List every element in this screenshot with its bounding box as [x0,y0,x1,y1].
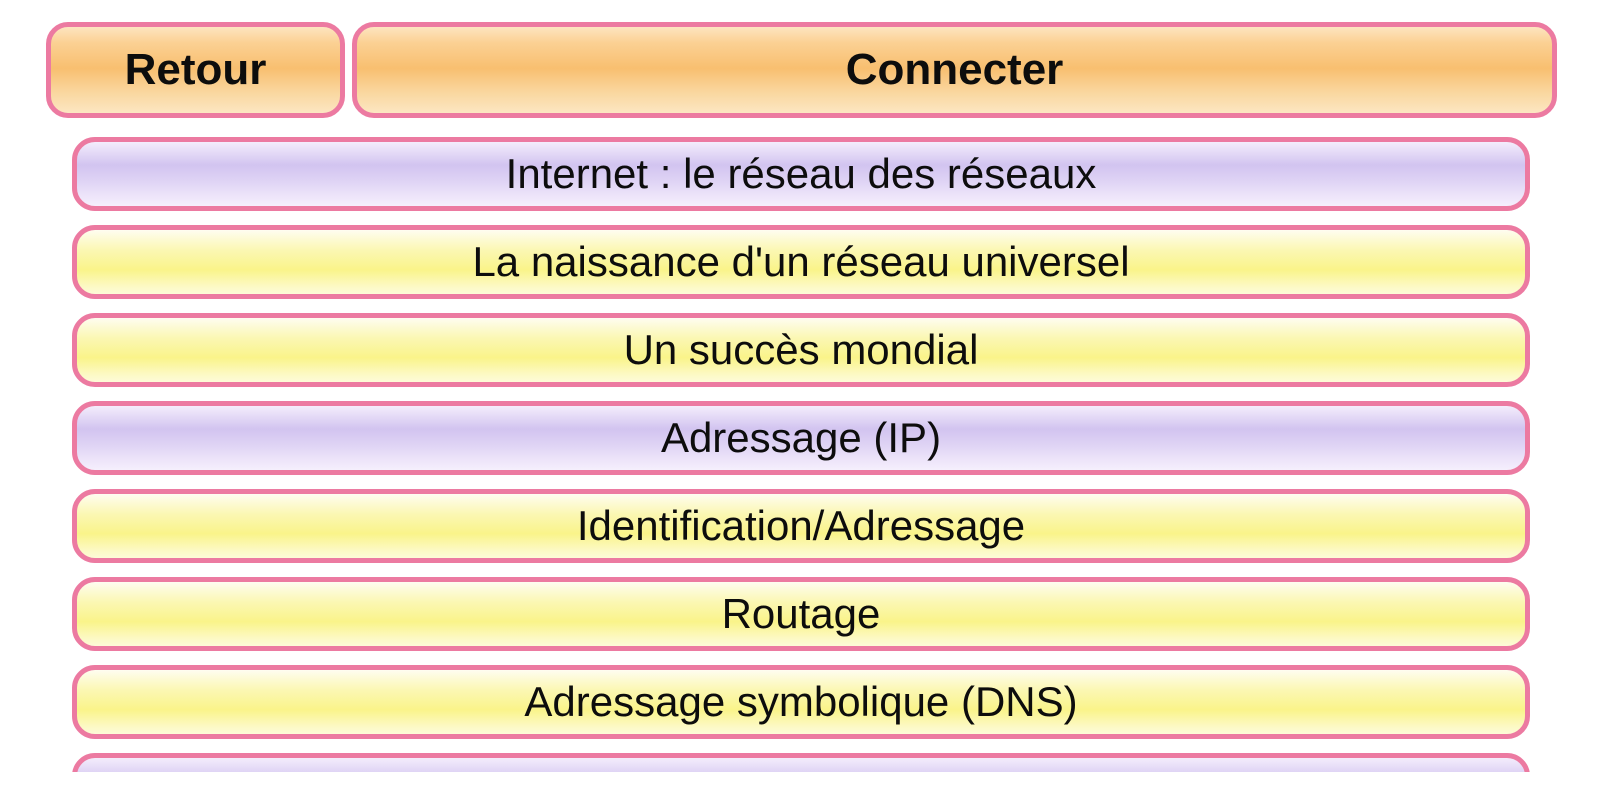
app-viewport: Retour Connecter Internet : le réseau de… [0,0,1600,772]
back-button[interactable]: Retour [46,22,345,118]
menu-item-0[interactable]: Internet : le réseau des réseaux [72,137,1530,211]
menu-item-1[interactable]: La naissance d'un réseau universel [72,225,1530,299]
menu-item-label: Adressage symbolique (DNS) [524,678,1078,725]
menu-item-label: Un succès mondial [623,326,979,373]
connect-button-label: Connecter [845,45,1064,94]
menu-item-label: Identification/Adressage [576,502,1026,549]
menu-item-5[interactable]: Routage [72,577,1530,651]
menu-item-label: Adressage (IP) [660,414,942,461]
menu-item-label: Internet : le réseau des réseaux [505,150,1097,197]
connect-button[interactable]: Connecter [352,22,1557,118]
back-button-label: Retour [124,45,267,94]
toolbar: Retour Connecter [0,0,1600,118]
menu-item-3[interactable]: Adressage (IP) [72,401,1530,475]
menu-item-6[interactable]: Adressage symbolique (DNS) [72,665,1530,739]
menu-item-4[interactable]: Identification/Adressage [72,489,1530,563]
menu-item-2[interactable]: Un succès mondial [72,313,1530,387]
menu-item-label: La naissance d'un réseau universel [472,238,1130,285]
menu-list: Internet : le réseau des réseaux La nais… [72,137,1530,772]
menu-item-label: Routage [721,590,881,637]
menu-item-7[interactable] [72,753,1530,772]
